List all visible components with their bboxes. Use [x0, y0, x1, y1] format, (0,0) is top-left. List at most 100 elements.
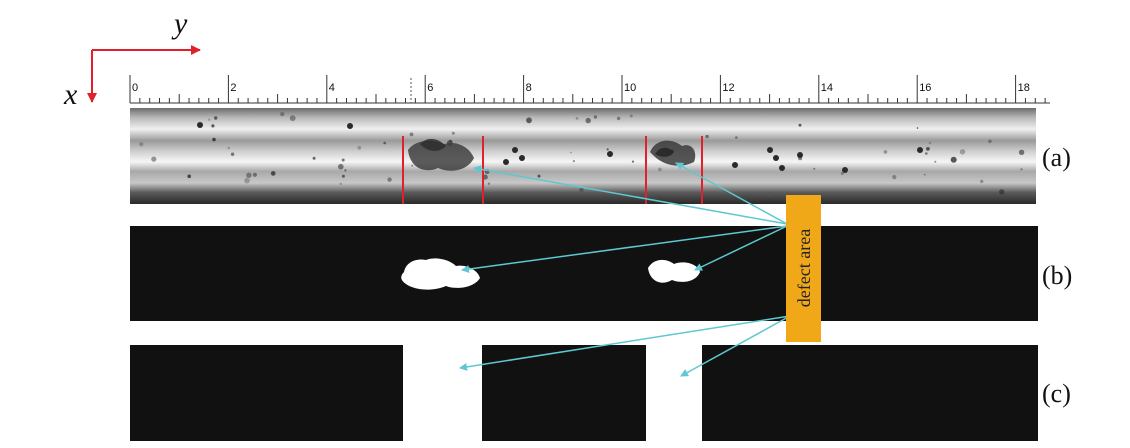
arrow-to-c1: [459, 315, 791, 371]
speckle: [151, 156, 157, 162]
speckle: [606, 148, 609, 151]
speckle: [214, 116, 218, 120]
speckle: [537, 174, 541, 178]
ruler-tick-label: 18: [1018, 82, 1030, 94]
speckle: [607, 151, 613, 157]
speckle: [208, 118, 211, 121]
speckle: [916, 127, 919, 129]
speckle: [531, 193, 534, 196]
panel-label-c: (c): [1042, 379, 1071, 408]
speckle: [244, 177, 250, 184]
speckle: [526, 117, 532, 124]
panel-label-b: (b): [1042, 261, 1072, 290]
speckle: [572, 160, 576, 163]
speckle: [411, 164, 414, 167]
mask-defect-2: [648, 259, 700, 283]
speckle: [579, 187, 584, 193]
speckle: [503, 159, 509, 165]
speckle: [512, 147, 518, 153]
panel-b-mask: [130, 226, 1038, 321]
speckle: [212, 137, 216, 142]
speckle: [779, 165, 785, 171]
speckle: [487, 182, 491, 185]
ruler-tick-label: 4: [329, 82, 335, 94]
speckle: [341, 174, 345, 178]
speckle: [925, 152, 928, 155]
speckle: [387, 177, 392, 182]
speckle: [570, 151, 572, 154]
x-axis-label: x: [63, 78, 78, 111]
speckle: [980, 179, 984, 184]
ruler-tick-label: 14: [821, 82, 833, 94]
arrow-to-c2: [680, 315, 791, 377]
speckle: [211, 124, 215, 128]
speckle: [840, 172, 844, 175]
arrow-to-a1: [473, 165, 788, 225]
speckle: [767, 147, 773, 153]
y-axis-label: y: [171, 7, 188, 40]
segment-block-3: [702, 345, 1038, 441]
speckle: [519, 155, 525, 161]
speckle: [629, 114, 633, 118]
speckle: [950, 156, 957, 163]
speckle: [1018, 149, 1025, 155]
speckle: [482, 174, 488, 180]
speckle: [252, 172, 257, 177]
speckle: [813, 167, 816, 170]
speckle: [338, 163, 344, 170]
speckle: [926, 147, 930, 151]
speckle: [451, 131, 455, 135]
speckle: [883, 150, 888, 154]
speckle: [187, 174, 191, 179]
speckle: [705, 134, 709, 139]
speckle: [347, 123, 353, 129]
speckle: [988, 139, 992, 144]
panel-a-image: [130, 108, 1036, 204]
speckle: [767, 192, 772, 197]
speckle: [270, 171, 276, 176]
defect-blob-1: [408, 140, 474, 171]
ruler-tick-label: 10: [624, 82, 636, 94]
ruler-tick-label: 6: [427, 82, 433, 94]
arrow-to-b2: [694, 225, 788, 271]
speckle: [1020, 168, 1023, 171]
speckle: [383, 141, 387, 145]
speckle: [616, 116, 621, 121]
speckle: [735, 136, 738, 139]
speckle: [230, 152, 235, 156]
defect-area-callout: defect area: [786, 195, 821, 342]
mask-defect-1: [401, 258, 480, 290]
ruler-tick-label: 2: [230, 82, 236, 94]
speckle: [227, 146, 231, 150]
speckle: [409, 132, 414, 137]
panel-label-a: (a): [1042, 143, 1071, 172]
speckle: [999, 189, 1005, 195]
speckle: [312, 156, 316, 160]
panel-c-segments: [130, 345, 1038, 441]
speckle: [631, 160, 635, 163]
ruler-tick-label: 0: [132, 82, 138, 94]
segment-block-2: [482, 345, 646, 441]
callout-label: defect area: [794, 229, 814, 307]
speckle: [773, 155, 779, 161]
arrow-to-b1: [461, 225, 788, 274]
speckle: [289, 115, 296, 122]
speckle: [197, 122, 203, 128]
speckle: [842, 167, 848, 173]
speckle: [658, 167, 662, 172]
speckle: [344, 169, 347, 172]
axes-indicator: y x: [63, 7, 201, 111]
speckle: [280, 111, 285, 117]
speckle: [575, 117, 579, 120]
speckle: [892, 175, 897, 180]
speckle: [585, 117, 591, 124]
mask-background: [130, 226, 1038, 321]
ruler-tick-label: 16: [919, 82, 931, 94]
callout-box: [786, 195, 821, 342]
speckle: [923, 173, 926, 176]
arrow-to-a2: [675, 162, 788, 225]
speckle: [934, 160, 937, 163]
segment-block-1: [130, 345, 403, 441]
